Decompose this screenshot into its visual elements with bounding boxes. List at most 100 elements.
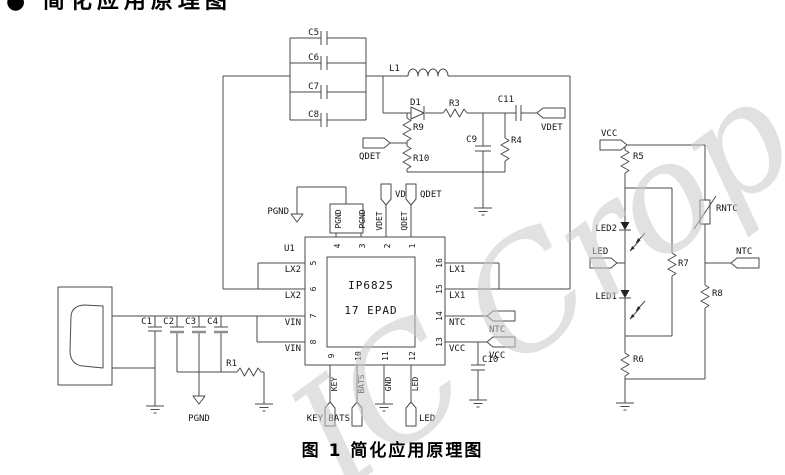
pin-name-lx1: LX1 — [449, 291, 465, 301]
capacitor-bank-c5-c8: C5 C6 C7 C8 — [308, 28, 327, 127]
resistor-r9: R9 — [403, 118, 424, 141]
pin-number: 13 — [435, 337, 444, 347]
resistor-r6: R6 — [621, 353, 644, 376]
pin-number: 3 — [358, 243, 367, 248]
pin-wire-label-bats: BATS — [357, 374, 366, 393]
bats-tag-label: BATS — [328, 414, 350, 424]
capacitor-c6-label: C6 — [308, 53, 319, 63]
vdet-tag — [537, 108, 565, 118]
inductor-l1: L1 — [389, 64, 448, 76]
pin-number: 2 — [383, 243, 392, 248]
pin-number: 10 — [354, 351, 363, 361]
ic-epad-label: 17 EPAD — [344, 304, 397, 317]
svg-text:R3: R3 — [449, 99, 460, 109]
capacitor-c2-label: C2 — [163, 317, 174, 327]
pin-number: 12 — [408, 351, 417, 361]
capacitor-c8-label: C8 — [308, 110, 319, 120]
capacitor-c11: C11 — [498, 95, 521, 121]
pin-number: 7 — [309, 313, 318, 318]
thermistor-rntc: RNTC — [694, 196, 738, 229]
resistor-r7: R7 — [668, 253, 689, 276]
svg-text:C11: C11 — [498, 95, 514, 105]
ntc-tag — [731, 258, 759, 268]
pin-name-vin: VIN — [285, 318, 301, 328]
section-heading-clipped: ● 简化应用原理图 — [6, 0, 232, 14]
svg-text:D1: D1 — [410, 98, 421, 108]
resistor-r10: R10 — [403, 146, 429, 169]
ic-u1: U1 IP6825 17 EPAD 4 3 2 1 5 6 7 8 16 15 … — [284, 211, 465, 393]
pgnd-label: PGND — [188, 414, 210, 424]
pin-number: 9 — [327, 353, 336, 358]
qdet-tag-label: QDET — [420, 190, 442, 200]
vcc-tag-label: VCC — [601, 129, 617, 139]
pgnd-label: PGND — [267, 207, 289, 217]
circuit-wires — [112, 38, 731, 406]
pin-name-vin: VIN — [285, 344, 301, 354]
svg-text:RNTC: RNTC — [716, 204, 738, 214]
vcc-tag — [600, 140, 627, 150]
pin-wire-label-gnd: GND — [384, 377, 393, 392]
ntc-tag-label: NTC — [489, 325, 505, 335]
bats-tag — [352, 402, 362, 426]
ntc-tag — [487, 311, 515, 321]
led-tag — [590, 258, 617, 268]
pin-name-lx2: LX2 — [285, 265, 301, 275]
pin-number: 4 — [333, 243, 342, 248]
svg-text:LED2: LED2 — [595, 224, 617, 234]
capacitor-c4-label: C4 — [207, 317, 218, 327]
capacitor-c1-label: C1 — [141, 317, 152, 327]
pin-number: 5 — [309, 260, 318, 265]
svg-text:R8: R8 — [712, 289, 723, 299]
figure-caption: 图 1 简化应用原理图 — [301, 441, 484, 461]
key-tag-label: KEY — [307, 414, 324, 424]
svg-text:R10: R10 — [413, 154, 429, 164]
key-tag — [325, 402, 335, 426]
svg-text:C10: C10 — [482, 355, 498, 365]
ground-symbols — [146, 208, 634, 413]
pin-number: 11 — [381, 351, 390, 361]
input-capacitors-c1-c4: C1 C2 C3 C4 — [141, 317, 228, 332]
ic-refdes: U1 — [284, 244, 295, 254]
pin-number: 6 — [309, 286, 318, 291]
led-tag — [406, 402, 416, 426]
svg-text:C9: C9 — [466, 135, 477, 145]
ic-part-number: IP6825 — [348, 279, 394, 292]
pin-name-vcc: VCC — [449, 344, 465, 354]
svg-text:R1: R1 — [226, 359, 237, 369]
led-tag-label: LED — [419, 414, 435, 424]
capacitor-c7-label: C7 — [308, 82, 319, 92]
svg-text:LED1: LED1 — [595, 292, 617, 302]
qdet-tag — [406, 184, 416, 205]
vcc-tag — [487, 337, 515, 347]
svg-text:R9: R9 — [413, 123, 424, 133]
svg-text:R4: R4 — [511, 136, 522, 146]
svg-text:R6: R6 — [633, 355, 644, 365]
resistor-r8: R8 — [701, 285, 723, 308]
pin-number: 14 — [435, 311, 444, 321]
pin-number: 16 — [435, 258, 444, 268]
pin-number: 1 — [408, 243, 417, 248]
vdet-tag — [381, 184, 391, 205]
capacitor-c10: C10 — [471, 355, 498, 370]
pgnd-net: PGND PGND PGND PGND — [188, 204, 367, 424]
vcc-tag-label: VCC — [489, 351, 505, 361]
pin-wire-label-vdet: VDET — [375, 211, 384, 230]
pin-number: 15 — [435, 284, 444, 294]
pin-name-lx2: LX2 — [285, 291, 301, 301]
pin-name-lx1: LX1 — [449, 265, 465, 275]
input-connector — [58, 287, 112, 385]
resistor-r4: R4 — [501, 136, 522, 161]
capacitor-c9: C9 — [466, 135, 491, 151]
led-tag-label: LED — [592, 247, 608, 257]
pin-wire-label-qdet: QDET — [400, 211, 409, 230]
resistor-r3: R3 — [443, 99, 467, 117]
svg-text:L1: L1 — [389, 64, 400, 74]
pgnd-box-label: PGND — [334, 209, 343, 228]
led2-symbol: LED2 — [595, 222, 645, 251]
vdet-tag-label: VDET — [541, 123, 563, 133]
capacitor-c3-label: C3 — [185, 317, 196, 327]
pin-wire-label-key: KEY — [330, 377, 339, 392]
pin-wire-label-led: LED — [411, 377, 420, 392]
